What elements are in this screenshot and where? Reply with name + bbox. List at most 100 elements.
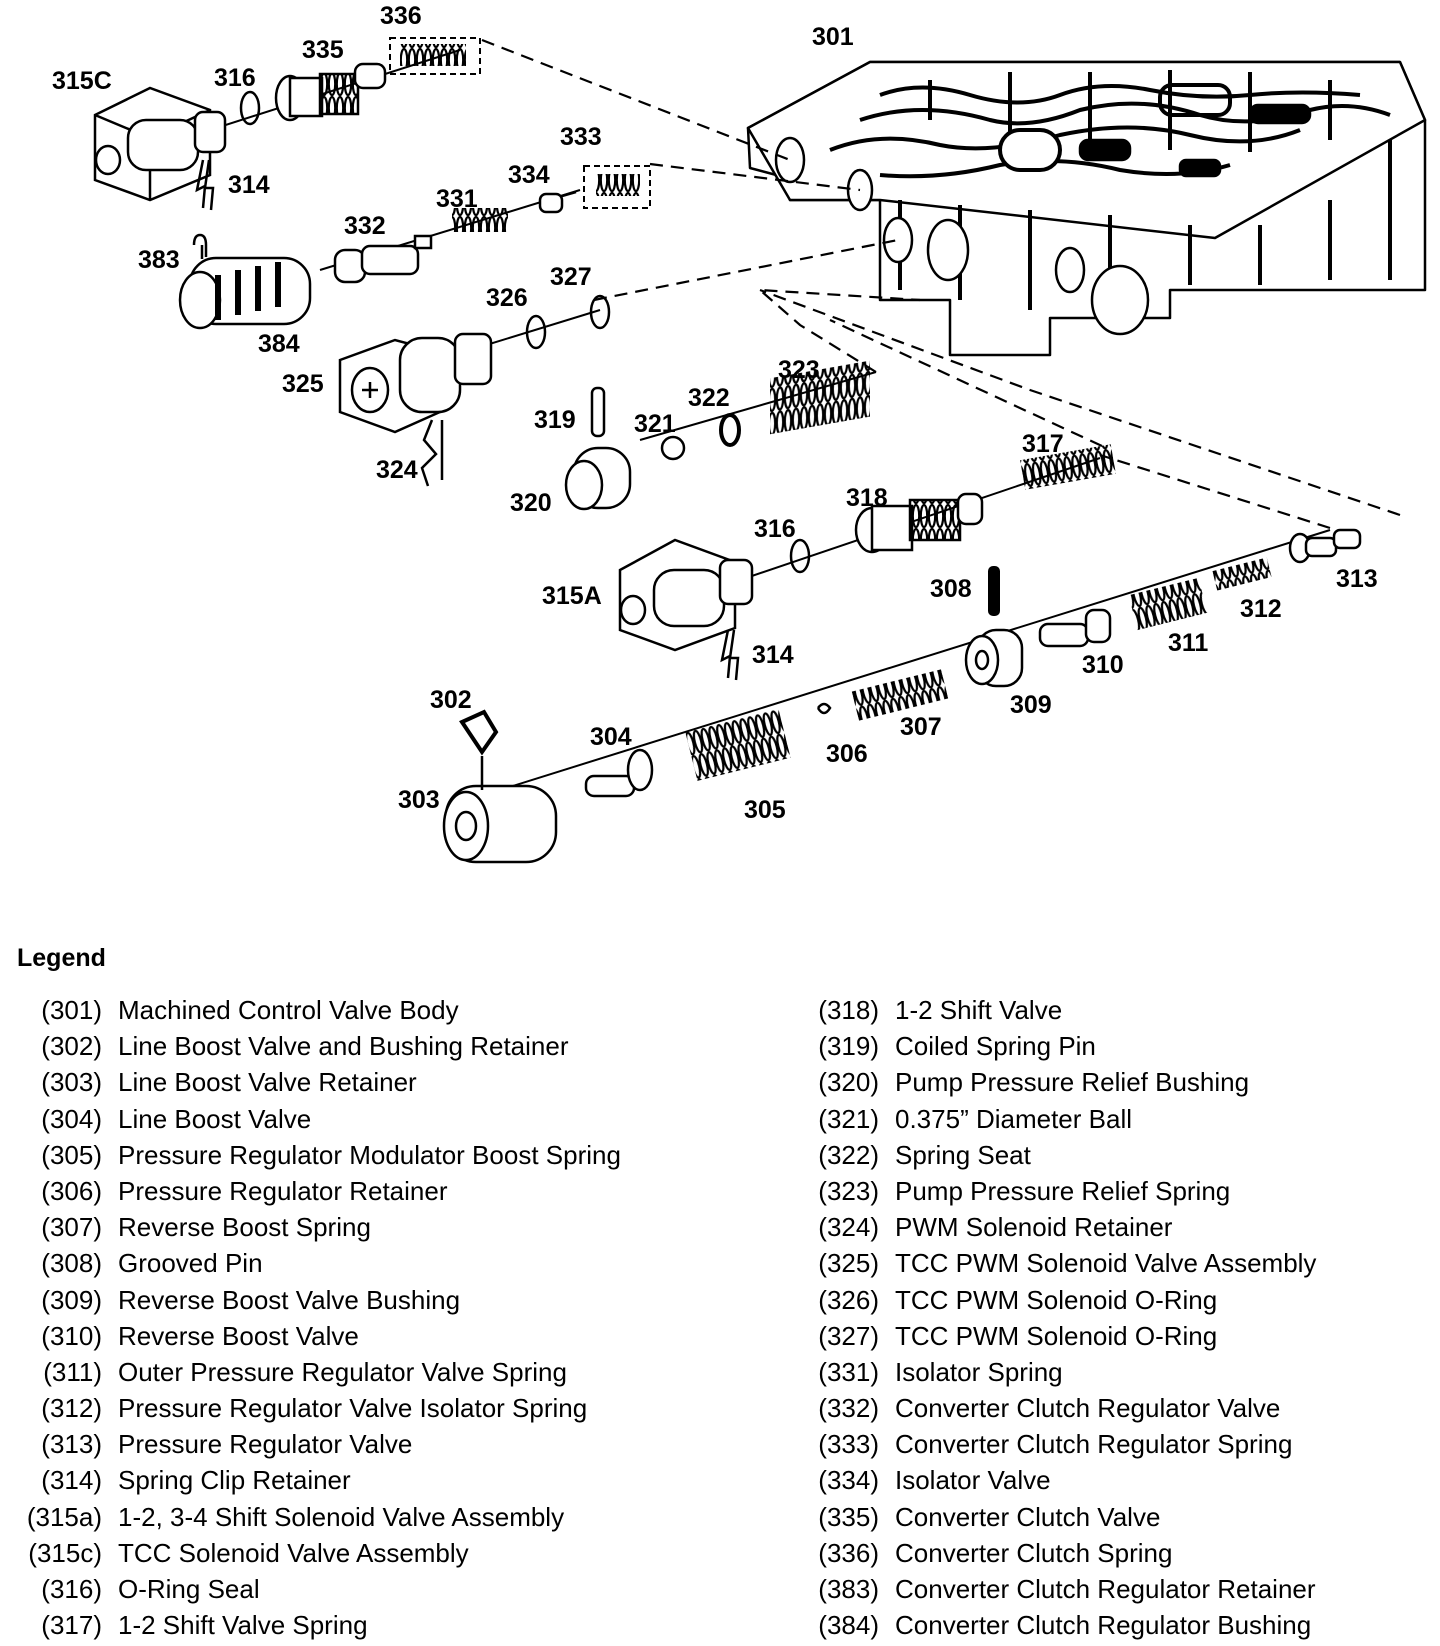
grooved-pin-308 [988, 566, 1000, 616]
legend-item-description: 1-2 Shift Valve Spring [118, 1610, 368, 1641]
legend-item-number: (384) [818, 1610, 879, 1641]
legend-item-number: (327) [818, 1320, 879, 1351]
legend-item: (384) Converter Clutch Regulator Bushing [800, 1607, 1440, 1643]
legend-item-description: Spring Clip Retainer [118, 1465, 351, 1496]
regulator-spring-333 [583, 165, 651, 209]
legend-item-number: (322) [818, 1139, 879, 1170]
callout-304: 304 [590, 723, 632, 751]
legend-item-description: Line Boost Valve [118, 1103, 312, 1134]
legend-item-number: (307) [41, 1212, 102, 1243]
legend-item-number: (319) [818, 1031, 879, 1062]
o-ring-326 [525, 314, 547, 350]
reverse-bushing-309 [964, 628, 1024, 688]
callout-333: 333 [560, 123, 602, 151]
legend-item-description: Reverse Boost Valve Bushing [118, 1284, 461, 1315]
legend-item: (332)Converter Clutch Regulator Valve [800, 1390, 1440, 1426]
legend-item-number: (323) [818, 1175, 879, 1206]
regulator-retainer-306 [816, 702, 832, 715]
legend-item-number: (305) [41, 1139, 102, 1170]
legend-item-description: PWM Solenoid Retainer [895, 1212, 1173, 1243]
spring-pin-319 [590, 386, 606, 438]
legend-item-description: Converter Clutch Regulator Bushing [895, 1610, 1312, 1641]
callout-316-lower: 316 [754, 515, 796, 543]
callout-335: 335 [302, 36, 344, 64]
legend-item: (305)Pressure Regulator Modulator Boost … [16, 1137, 736, 1173]
legend-item-description: Isolator Spring [895, 1356, 1063, 1387]
legend-item-number: (308) [41, 1248, 102, 1279]
legend-title: Legend [17, 944, 106, 972]
legend-item-number: (302) [41, 1031, 102, 1062]
legend-item: (335)Converter Clutch Valve [800, 1499, 1440, 1535]
legend-item-number: (324) [818, 1212, 879, 1243]
legend-item-description: Grooved Pin [118, 1248, 263, 1279]
isolator-spring-312 [1212, 557, 1272, 591]
shift-valve-spring-317 [1020, 444, 1116, 490]
legend-item: (319) Coiled Spring Pin [800, 1028, 1440, 1064]
legend-item-number: (326) [818, 1284, 879, 1315]
valve-body-301 [746, 60, 1427, 357]
legend-item-number: (312) [41, 1393, 102, 1424]
legend-item: (311) Outer Pressure Regulator Valve Spri… [16, 1354, 736, 1390]
legend-item: (313)Pressure Regulator Valve [16, 1426, 736, 1462]
legend-item-description: 1-2, 3-4 Shift Solenoid Valve Assembly [118, 1501, 565, 1532]
legend-item-number: (321) [818, 1103, 879, 1134]
callout-313: 313 [1336, 565, 1378, 593]
regulator-valve-313 [1288, 528, 1362, 564]
legend-item-number: (333) [818, 1429, 879, 1460]
o-ring-316-top [239, 90, 261, 126]
modulator-boost-spring-305 [685, 709, 791, 781]
legend-item: (307)Reverse Boost Spring [16, 1209, 736, 1245]
legend-item-description: Spring Seat [895, 1139, 1031, 1170]
callout-327: 327 [550, 263, 592, 291]
legend-item-description: Isolator Valve [895, 1465, 1051, 1496]
legend-item: (310)Reverse Boost Valve [16, 1318, 736, 1354]
legend-item-number: (325) [818, 1248, 879, 1279]
legend-item: (323)Pump Pressure Relief Spring [800, 1173, 1440, 1209]
callout-307: 307 [900, 713, 942, 741]
callout-320: 320 [510, 489, 552, 517]
alignment-lines [481, 38, 1401, 530]
legend-item: (320)Pump Pressure Relief Bushing [800, 1064, 1440, 1100]
bushing-retainer-302 [459, 709, 499, 756]
relief-spring-323 [770, 360, 870, 435]
callout-326: 326 [486, 284, 528, 312]
legend-item-description: Converter Clutch Spring [895, 1537, 1173, 1568]
legend-item-number: (309) [41, 1284, 102, 1315]
legend-item: (309) Reverse Boost Valve Bushing [16, 1282, 736, 1318]
legend-item-number: (332) [818, 1393, 879, 1424]
reverse-valve-310 [1038, 608, 1112, 648]
legend-item-number: (317) [41, 1610, 102, 1641]
outer-regulator-spring-311 [1128, 577, 1208, 631]
legend-item-description: Coiled Spring Pin [895, 1031, 1096, 1062]
callout-323: 323 [778, 356, 820, 384]
legend-item-description: Pump Pressure Relief Bushing [895, 1067, 1250, 1098]
legend-item: (324) PWM Solenoid Retainer [800, 1209, 1440, 1245]
legend-item-number: (336) [818, 1537, 879, 1568]
callout-303: 303 [398, 786, 440, 814]
callout-334: 334 [508, 161, 550, 189]
callout-317: 317 [1022, 430, 1064, 458]
legend-item-number: (383) [818, 1574, 879, 1604]
legend-item: (303)Line Boost Valve Retainer [16, 1064, 736, 1100]
legend-item-number: (311) [43, 1356, 102, 1387]
legend-item: (304)Line Boost Valve [16, 1101, 736, 1137]
callout-319: 319 [534, 406, 576, 434]
line-boost-valve-304 [584, 748, 654, 798]
legend-item-number: (313) [41, 1429, 102, 1460]
legend-item-description: Converter Clutch Regulator Spring [895, 1429, 1293, 1460]
legend-item-number: (310) [41, 1320, 102, 1351]
legend-item: (334)Isolator Valve [800, 1462, 1440, 1498]
callout-322: 322 [688, 384, 730, 412]
legend-item-description: Outer Pressure Regulator Valve Spring [118, 1356, 567, 1387]
callout-383: 383 [138, 246, 180, 274]
legend-item-number: (301) [41, 995, 102, 1025]
callout-311: 311 [1168, 629, 1208, 657]
legend-item-description: Pressure Regulator Valve Isolator Spring [118, 1393, 588, 1424]
shift-valve-318 [854, 492, 984, 554]
legend-item-description: TCC Solenoid Valve Assembly [118, 1537, 469, 1568]
legend-item-number: (316) [41, 1574, 102, 1604]
legend-item: (325)TCC PWM Solenoid Valve Assembly [800, 1245, 1440, 1281]
legend-item-description: Line Boost Valve and Bushing Retainer [118, 1031, 569, 1062]
regulator-bushing-384 [178, 256, 312, 330]
line-boost-retainer-303 [442, 756, 558, 864]
